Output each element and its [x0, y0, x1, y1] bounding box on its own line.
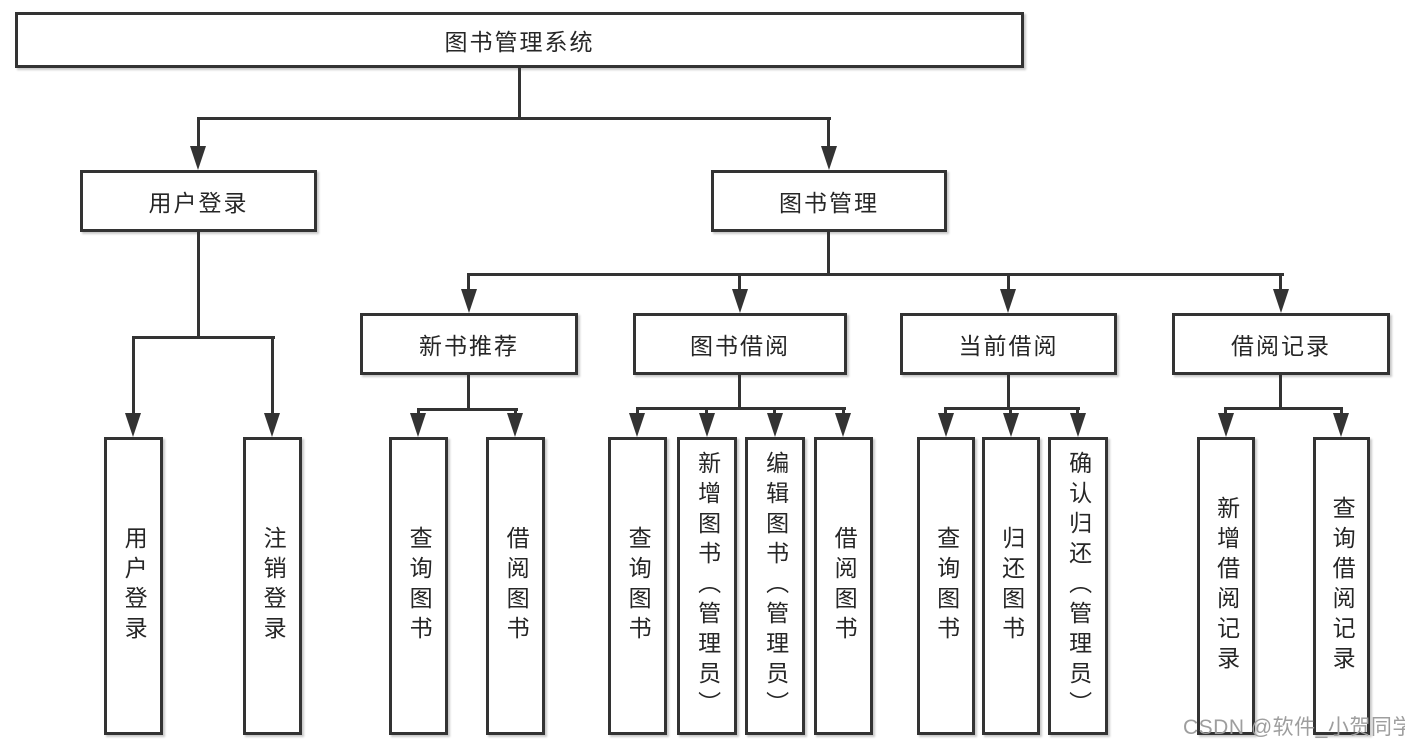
- arrow-down-icon: [699, 413, 715, 437]
- arrow-down-icon: [1070, 413, 1086, 437]
- node-label: 当前借阅: [958, 333, 1059, 359]
- arrow-down-icon: [629, 413, 645, 437]
- connector-line: [132, 336, 275, 339]
- arrow-down-icon: [507, 413, 523, 437]
- node-label: 图书管理系统: [444, 29, 595, 55]
- node-current-borrow: 当前借阅: [900, 313, 1117, 375]
- connector-line: [518, 68, 521, 120]
- node-book-management: 图书管理: [711, 170, 947, 232]
- node-label: 查询图书: [406, 526, 433, 646]
- node-label: 查询图书: [933, 526, 960, 646]
- node-label: 新增借阅记录: [1213, 496, 1240, 676]
- connector-line: [467, 273, 1284, 276]
- node-label: 借阅图书: [503, 526, 530, 646]
- connector-line: [197, 232, 200, 339]
- connector-line: [738, 375, 741, 410]
- arrow-down-icon: [1000, 289, 1016, 313]
- connector-line: [944, 407, 1080, 410]
- arrow-down-icon: [190, 146, 206, 170]
- connector-line: [1007, 375, 1010, 410]
- node-label: 归还图书: [998, 526, 1025, 646]
- leaf-borrow-borrow-books: 借阅图书: [814, 437, 873, 735]
- connector-line: [1007, 273, 1010, 295]
- arrow-down-icon: [835, 413, 851, 437]
- arrow-down-icon: [410, 413, 426, 437]
- node-library-system: 图书管理系统: [15, 12, 1024, 68]
- leaf-logout: 注销登录: [243, 437, 302, 735]
- connector-line: [467, 375, 470, 411]
- leaf-current-search-books: 查询图书: [917, 437, 975, 735]
- connector-line: [827, 117, 830, 152]
- leaf-recommend-search-books: 查询图书: [389, 437, 448, 735]
- connector-line: [738, 273, 741, 295]
- connector-line: [271, 336, 274, 418]
- node-new-book-recommend: 新书推荐: [360, 313, 578, 375]
- node-label: 查询借阅记录: [1329, 496, 1356, 676]
- leaf-records-add-borrow-record: 新增借阅记录: [1197, 437, 1255, 735]
- connector-line: [1279, 273, 1282, 295]
- arrow-down-icon: [767, 413, 783, 437]
- arrow-down-icon: [1273, 289, 1289, 313]
- node-label: 借阅记录: [1231, 333, 1331, 359]
- connector-line: [1279, 375, 1282, 410]
- leaf-records-search-borrow-record: 查询借阅记录: [1313, 437, 1370, 735]
- node-label: 用户登录: [121, 526, 148, 646]
- node-label: 图书管理: [779, 190, 879, 216]
- node-label: 图书借阅: [690, 333, 790, 359]
- leaf-current-confirm-return-admin: 确认归还（管理员）: [1048, 437, 1108, 735]
- leaf-borrow-search-books: 查询图书: [608, 437, 667, 735]
- leaf-user-login: 用户登录: [104, 437, 163, 735]
- connector-line: [827, 232, 830, 276]
- node-label: 新增图书（管理员）: [694, 451, 721, 721]
- connector-line: [1224, 407, 1343, 410]
- connector-line: [197, 117, 200, 152]
- arrow-down-icon: [732, 289, 748, 313]
- node-user-login: 用户登录: [80, 170, 317, 232]
- node-label: 确认归还（管理员）: [1065, 451, 1092, 721]
- node-label: 注销登录: [260, 526, 287, 646]
- arrow-down-icon: [1003, 413, 1019, 437]
- arrow-down-icon: [1333, 413, 1349, 437]
- arrow-down-icon: [938, 413, 954, 437]
- leaf-borrow-add-books-admin: 新增图书（管理员）: [677, 437, 737, 735]
- node-label: 编辑图书（管理员）: [762, 451, 789, 721]
- node-book-borrow: 图书借阅: [633, 313, 847, 375]
- node-label: 借阅图书: [831, 526, 858, 646]
- csdn-watermark: CSDN @软件_小贺同学: [1183, 716, 1405, 739]
- node-label: 用户登录: [148, 190, 249, 216]
- connector-line: [467, 273, 470, 295]
- connector-line: [636, 407, 846, 410]
- leaf-recommend-borrow-books: 借阅图书: [486, 437, 545, 735]
- connector-line: [197, 117, 831, 120]
- leaf-borrow-edit-books-admin: 编辑图书（管理员）: [745, 437, 805, 735]
- arrow-down-icon: [1218, 413, 1234, 437]
- node-label: 查询图书: [625, 526, 652, 646]
- leaf-current-return-books: 归还图书: [982, 437, 1040, 735]
- arrow-down-icon: [461, 289, 477, 313]
- connector-line: [132, 336, 135, 418]
- connector-line: [417, 408, 518, 411]
- node-borrow-records: 借阅记录: [1172, 313, 1390, 375]
- node-label: 新书推荐: [419, 333, 519, 359]
- arrow-down-icon: [264, 413, 280, 437]
- arrow-down-icon: [125, 413, 141, 437]
- arrow-down-icon: [821, 146, 837, 170]
